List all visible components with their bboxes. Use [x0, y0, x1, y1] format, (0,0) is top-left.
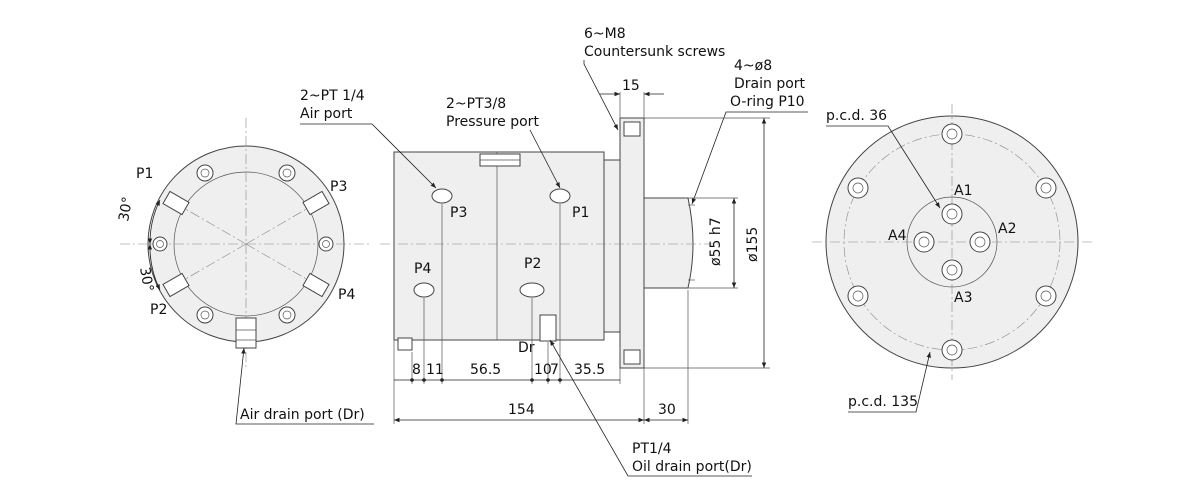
dim-35-5: 35.5: [574, 362, 605, 378]
right-a-ports: [913, 203, 991, 281]
flange: [619, 117, 645, 369]
right-port-a4-label: A4: [888, 228, 907, 244]
bottom-fitting-left: [397, 337, 413, 351]
port-p4-hole: [413, 282, 435, 298]
pcd-135-label: p.c.d. 135: [848, 394, 918, 410]
dim-15: 15: [622, 78, 640, 94]
left-port-p3-label: P3: [330, 179, 347, 195]
left-end-view: 30° 30° P1 P3 P2 P4 Air drain port (Dr): [116, 118, 374, 425]
side-dr-label: Dr: [518, 340, 535, 356]
drain-spec: 4~ø8: [734, 58, 772, 74]
dim-154: 154: [508, 402, 535, 418]
dim-7: 7: [550, 362, 559, 378]
right-port-a1-label: A1: [954, 183, 972, 199]
left-angle-upper-label: 30°: [116, 195, 136, 222]
pressure-port-spec: 2~PT3/8: [446, 96, 506, 112]
bottom-dimension-chain: 8 11 56.5 10 7 35.5: [393, 204, 621, 424]
air-port-spec: 2~PT 1/4: [300, 88, 365, 104]
dim-dia155: ø155: [745, 227, 761, 262]
air-port-label: Air port: [300, 106, 353, 122]
port-p3-hole: [431, 188, 453, 204]
pressure-port-label: Pressure port: [446, 114, 539, 130]
dim-56-5: 56.5: [470, 362, 501, 378]
right-flange-holes: [847, 123, 1057, 361]
air-drain-port-label: Air drain port (Dr): [240, 407, 365, 423]
dim-8: 8: [412, 362, 421, 378]
side-port-p4-label: P4: [414, 261, 431, 277]
side-port-p3-label: P3: [450, 205, 467, 221]
right-port-a3-label: A3: [954, 290, 972, 306]
oil-drain-label: Oil drain port(Dr): [632, 459, 752, 475]
left-angle-lower-label: 30°: [136, 266, 156, 293]
screws-label: Countersunk screws: [584, 44, 725, 60]
dim-30: 30: [658, 402, 676, 418]
oil-drain-fitting: [539, 314, 557, 342]
port-p2-hole: [519, 282, 545, 298]
right-end-view: A1 A2 A3 A4 p.c.d. 36 p.c.d. 135: [812, 104, 1092, 413]
port-p1-hole: [549, 188, 571, 204]
left-bolt-holes: [152, 164, 334, 324]
shaft: [643, 197, 694, 289]
screws-spec: 6~M8: [584, 26, 626, 42]
oring-label: O-ring P10: [730, 94, 805, 110]
side-port-p1-label: P1: [572, 205, 589, 221]
dim-11: 11: [426, 362, 444, 378]
side-view: P3 P1 P4 P2 Dr 2~PT 1/4 Air port 2~PT3/8…: [300, 26, 808, 477]
left-port-p4-label: P4: [338, 287, 355, 303]
right-port-a2-label: A2: [998, 221, 1016, 237]
pcd-36-label: p.c.d. 36: [826, 108, 887, 124]
body-step: [603, 159, 621, 333]
drain-label: Drain port: [734, 76, 806, 92]
left-port-p2-label: P2: [150, 302, 167, 318]
oil-drain-spec: PT1/4: [632, 441, 672, 457]
main-body: [393, 151, 605, 341]
dim-10: 10: [534, 362, 552, 378]
air-drain-fitting: [235, 317, 257, 349]
side-port-p2-label: P2: [524, 256, 541, 272]
left-port-p1-label: P1: [136, 166, 153, 182]
left-port-bosses: [162, 190, 330, 298]
dim-dia55: ø55 h7: [708, 217, 724, 266]
